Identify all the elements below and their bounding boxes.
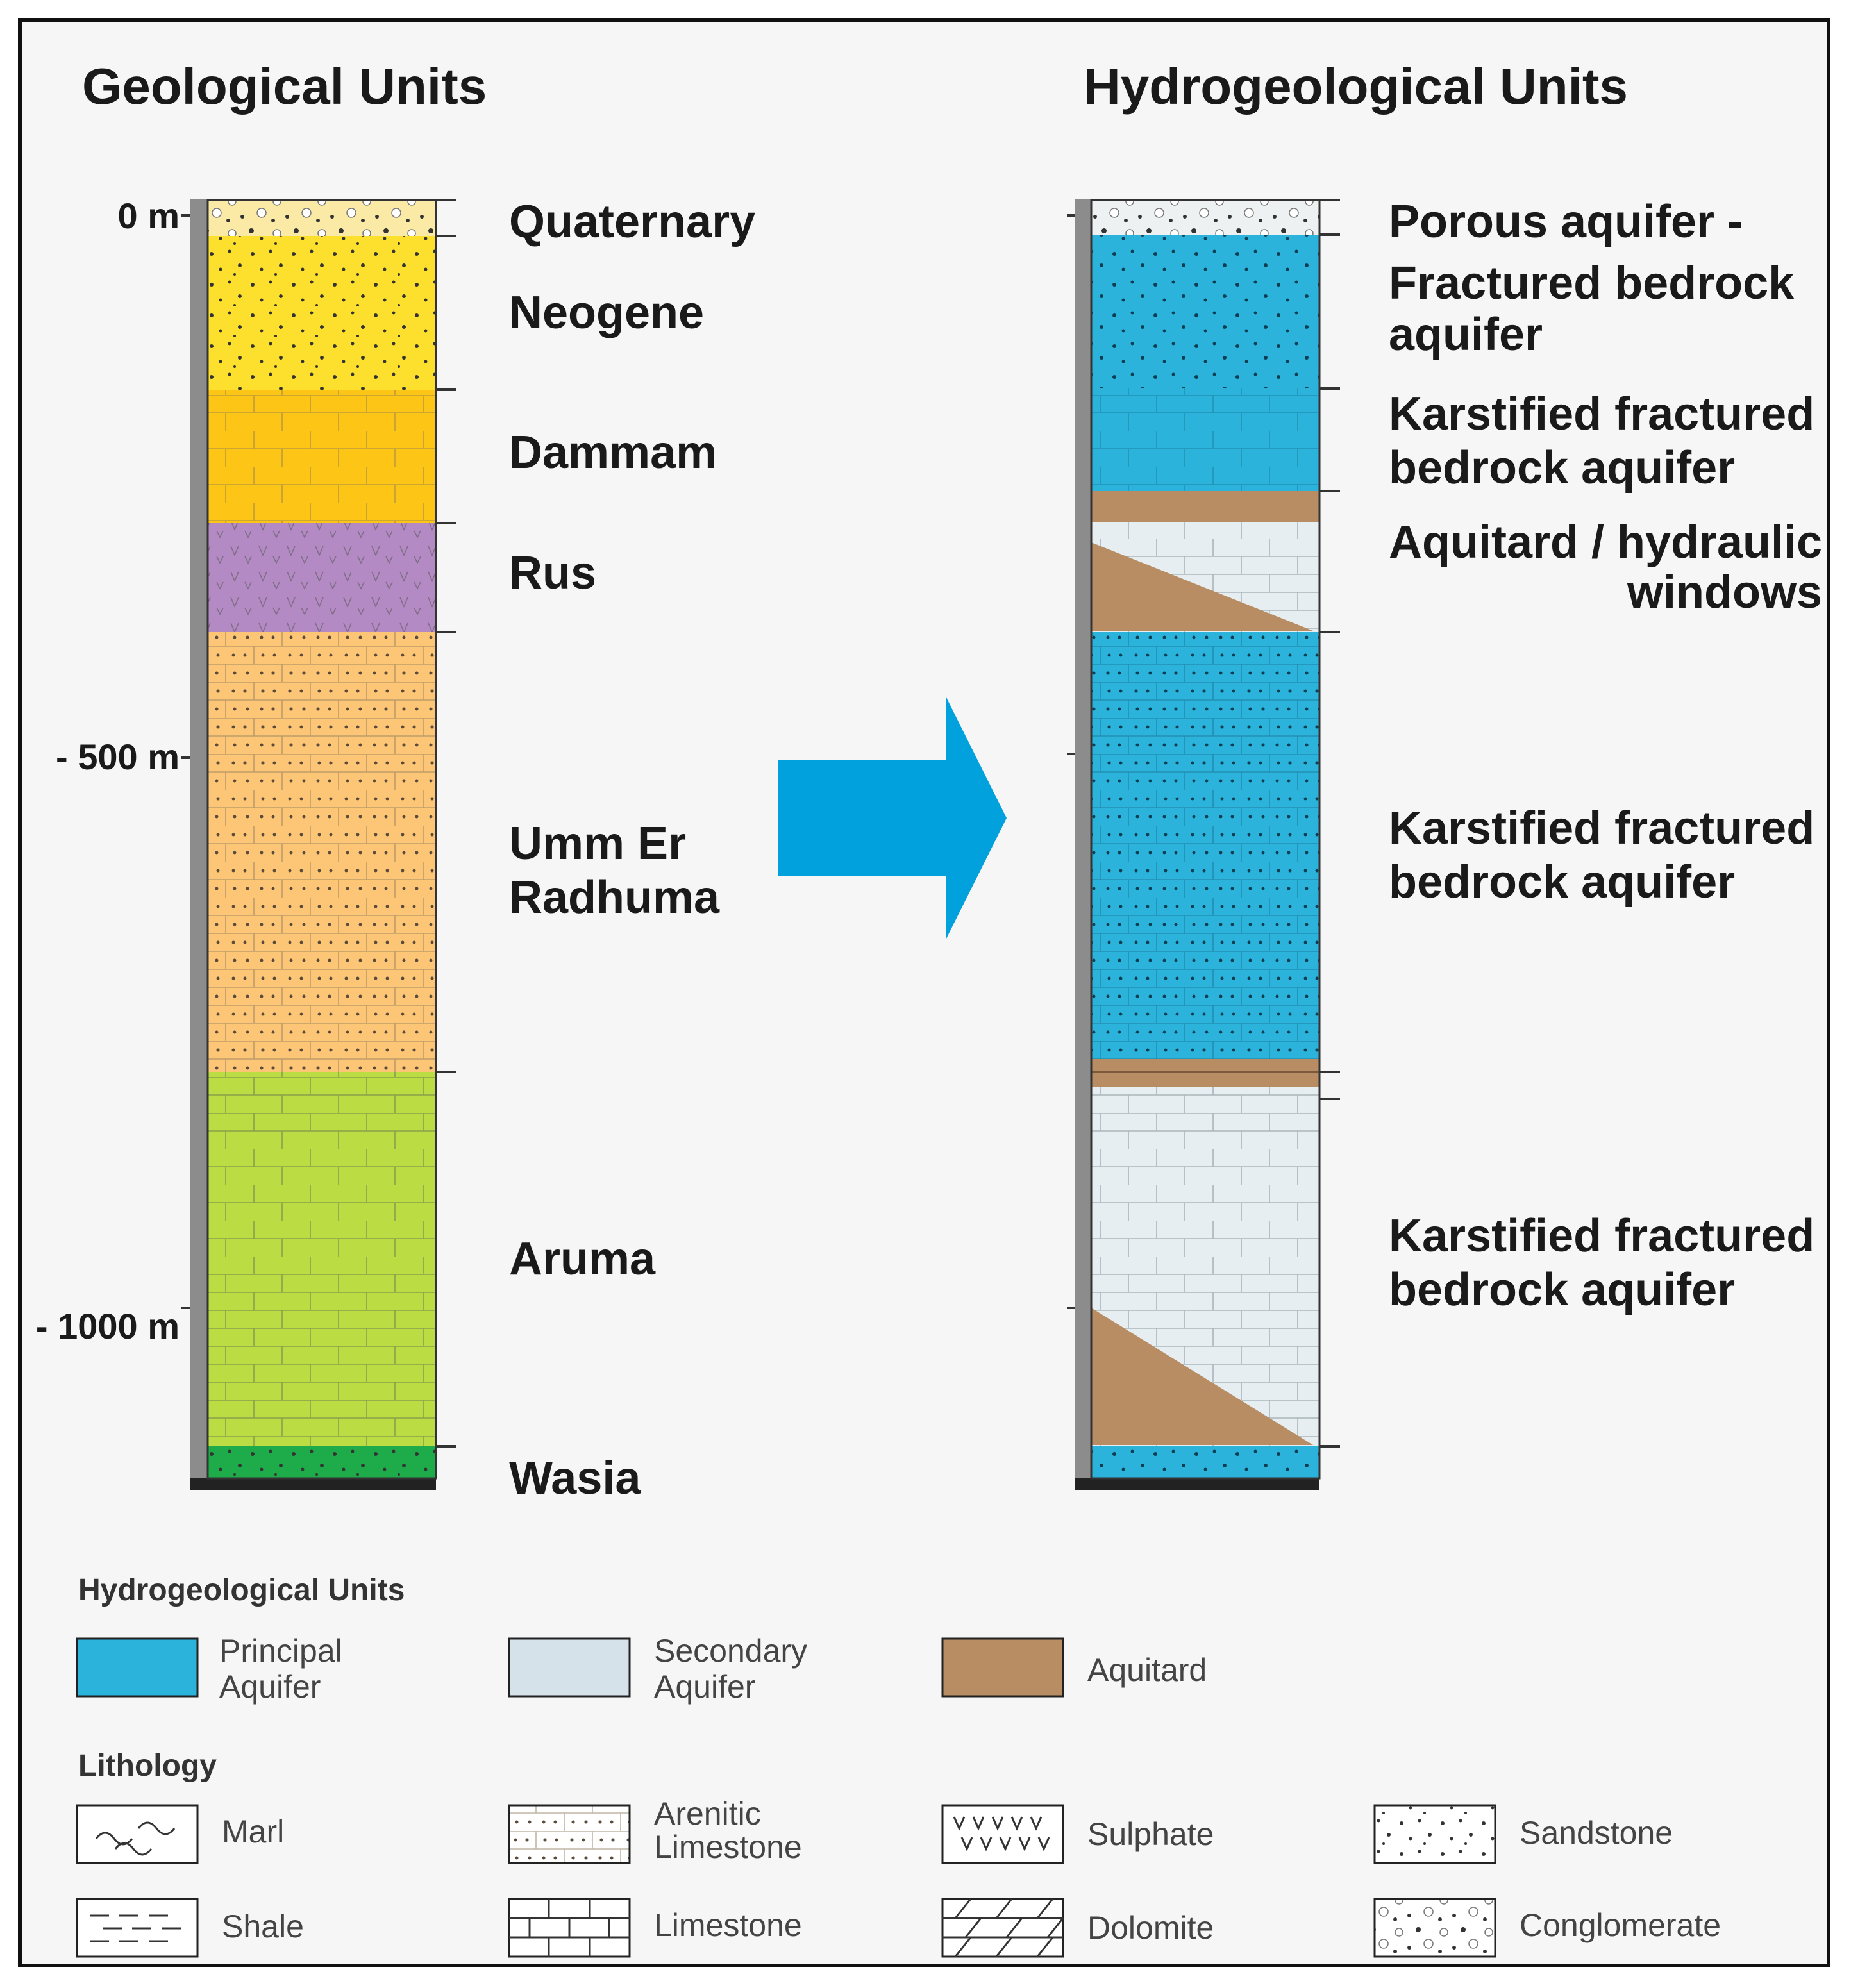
legend: Hydrogeological Units Principal Aquifer … <box>76 1573 1721 1958</box>
legend-swatch-secondary <box>508 1637 631 1698</box>
hydro-wedge-aquitard-upper <box>1091 542 1313 631</box>
limestone-icon <box>509 1899 630 1957</box>
legend-swatch-marl <box>76 1804 199 1864</box>
unit-label-radhuma: Radhuma <box>509 872 720 923</box>
dolomite-icon <box>942 1898 1064 1957</box>
legend-secondary-2: Aquifer <box>654 1669 755 1705</box>
hydro-wedge-aquitard-lower <box>1091 1308 1313 1445</box>
unit-label-quaternary: Quaternary <box>509 196 755 247</box>
depth-label-1000: - 1000 m <box>36 1306 180 1346</box>
legend-sulphate: Sulphate <box>1087 1816 1214 1852</box>
legend-lithology-heading: Lithology <box>78 1749 217 1783</box>
hydro-label-porous-1: Porous aquifer - <box>1389 196 1743 247</box>
unit-label-dammam: Dammam <box>509 427 717 478</box>
hydro-label-aquitard-2: windows <box>1627 567 1822 618</box>
legend-principal-2: Aquifer <box>219 1669 321 1705</box>
hydro-label-karst-c2: bedrock aquifer <box>1389 1264 1735 1316</box>
hydro-label-karst-a1: Karstified fractured <box>1389 388 1814 440</box>
hydro-label-karst-b1: Karstified fractured <box>1389 803 1814 854</box>
unit-label-neogene: Neogene <box>509 287 704 338</box>
legend-principal-1: Principal <box>219 1633 342 1669</box>
hydro-label-aquitard-1: Aquitard / hydraulic <box>1389 517 1822 568</box>
legend-swatch-aquitard <box>941 1637 1064 1698</box>
legend-aquitard: Aquitard <box>1087 1652 1207 1688</box>
sulphate-icon <box>953 1816 1050 1851</box>
hydro-layer-aquitard-thin <box>1091 491 1319 522</box>
hydro-label-karst-c1: Karstified fractured <box>1389 1210 1814 1262</box>
hydro-label-porous-3: aquifer <box>1389 309 1543 360</box>
unit-label-umm-er: Umm Er <box>509 818 686 869</box>
legend-secondary-1: Secondary <box>654 1633 807 1669</box>
right-arrow-icon <box>778 697 1007 939</box>
column-base <box>190 1478 436 1490</box>
legend-swatch-principal <box>76 1637 199 1698</box>
unit-label-wasia: Wasia <box>509 1453 641 1504</box>
legend-hydro-heading: Hydrogeological Units <box>78 1573 405 1607</box>
shale-icon <box>90 1914 181 1942</box>
geological-column <box>181 199 456 1490</box>
unit-label-aruma: Aruma <box>509 1233 656 1285</box>
legend-sandstone: Sandstone <box>1520 1815 1673 1851</box>
legend-marl: Marl <box>222 1814 284 1850</box>
legend-dolomite: Dolomite <box>1087 1910 1214 1946</box>
legend-shale: Shale <box>222 1909 304 1944</box>
unit-label-rus: Rus <box>509 547 596 599</box>
legend-swatch-sulphate <box>941 1804 1064 1864</box>
hydrogeological-units-title: Hydrogeological Units <box>1084 58 1628 115</box>
legend-arenitic-2: Limestone <box>654 1829 802 1865</box>
legend-arenitic-1: Arenitic <box>654 1796 761 1832</box>
hydro-label-karst-b2: bedrock aquifer <box>1389 856 1735 908</box>
depth-label-500: - 500 m <box>56 737 180 777</box>
hydro-label-karst-a2: bedrock aquifer <box>1389 442 1735 494</box>
geological-units-title: Geological Units <box>82 58 487 115</box>
legend-conglomerate: Conglomerate <box>1520 1907 1721 1943</box>
hydro-label-porous-2: Fractured bedrock <box>1389 258 1795 309</box>
depth-label-0: 0 m <box>118 196 180 236</box>
hydro-layer-aquitard-mid <box>1091 1059 1319 1087</box>
marl-icon <box>95 1821 176 1856</box>
legend-limestone: Limestone <box>654 1907 802 1943</box>
hydrogeological-column <box>1067 199 1340 1490</box>
column-shadow <box>190 199 208 1487</box>
